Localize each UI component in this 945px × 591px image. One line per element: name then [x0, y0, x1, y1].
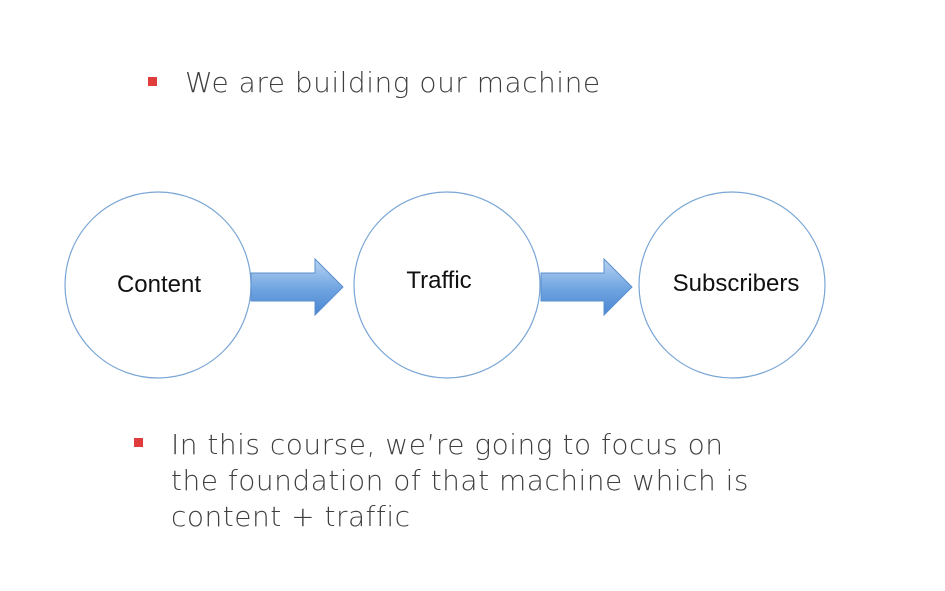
arrow-right-icon: [540, 257, 633, 317]
bullet-text-bottom: In this course, we’re going to focus on …: [171, 428, 750, 533]
node-traffic-label: Traffic: [406, 267, 471, 294]
bullet-text-top: We are building our machine: [185, 66, 601, 99]
node-subscribers-circle: [638, 191, 826, 379]
bullet-square-icon: [148, 77, 157, 86]
bullet-item-bottom: In this course, we’re going to focus on …: [134, 427, 774, 535]
bullet-item-top: We are building our machine: [148, 66, 601, 100]
node-content: Content: [64, 191, 252, 379]
node-traffic-circle: [353, 191, 541, 379]
node-traffic: Traffic: [353, 191, 541, 379]
node-subscribers: Subscribers: [638, 191, 826, 379]
arrow-right-icon: [250, 257, 344, 317]
node-subscribers-label: Subscribers: [673, 270, 800, 297]
node-content-label: Content: [117, 271, 201, 298]
bullet-square-icon: [134, 438, 143, 447]
